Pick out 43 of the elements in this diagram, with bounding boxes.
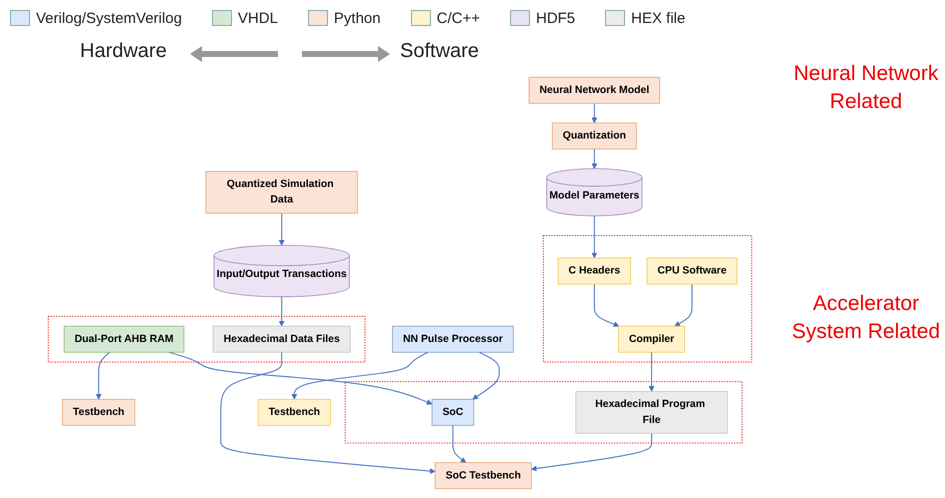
node-box xyxy=(392,326,514,353)
node-box xyxy=(434,462,532,490)
node-box xyxy=(558,258,631,284)
node-box xyxy=(64,326,184,353)
arrow xyxy=(592,148,598,169)
arrow xyxy=(168,352,432,405)
legend-label: HEX file xyxy=(631,10,686,26)
arrow xyxy=(648,352,654,392)
node-box xyxy=(258,398,331,426)
cluster xyxy=(344,381,743,444)
arrow xyxy=(96,352,110,400)
arrow xyxy=(291,352,428,400)
node-box xyxy=(206,171,358,214)
arrow xyxy=(594,284,620,327)
node-box xyxy=(432,398,474,426)
arrow xyxy=(531,432,652,472)
arrow xyxy=(452,424,466,463)
node-box xyxy=(552,122,637,150)
section-label: Neural Network Related xyxy=(792,61,940,115)
node-box xyxy=(62,398,136,426)
legend-label: VHDL xyxy=(238,10,278,26)
node-box xyxy=(528,76,660,104)
flowchart: Neural Network Model Quantization Quantized Simulation Data Model Parameters Input/Output Transactions C Headers CPU Software Dual-Port AHB RAM Hexadecimal Data Files NN Pulse Processor Compiler Hexadecimal Program File Testbench Testbench SoC SoC Testbench xyxy=(10,72,790,494)
legend-label: HDF5 xyxy=(536,10,576,26)
section-label: Accelerator System Related xyxy=(791,291,941,345)
cluster xyxy=(48,316,366,363)
node-box xyxy=(212,326,351,353)
arrow xyxy=(674,284,692,326)
arrow xyxy=(472,352,500,400)
software-label: Software xyxy=(400,40,479,63)
node-box xyxy=(646,258,738,284)
legend-label: Python xyxy=(334,10,381,26)
node-box xyxy=(618,326,686,353)
arrow xyxy=(278,212,285,246)
node-box xyxy=(576,391,728,434)
hardware-label: Hardware xyxy=(80,40,167,63)
arrow xyxy=(592,215,598,258)
arrow xyxy=(220,352,436,474)
arrow xyxy=(592,102,598,124)
arrow xyxy=(278,296,285,326)
legend-label: C/C++ xyxy=(436,10,480,26)
legend-label: Verilog/SystemVerilog xyxy=(36,10,182,26)
cluster xyxy=(542,235,752,363)
